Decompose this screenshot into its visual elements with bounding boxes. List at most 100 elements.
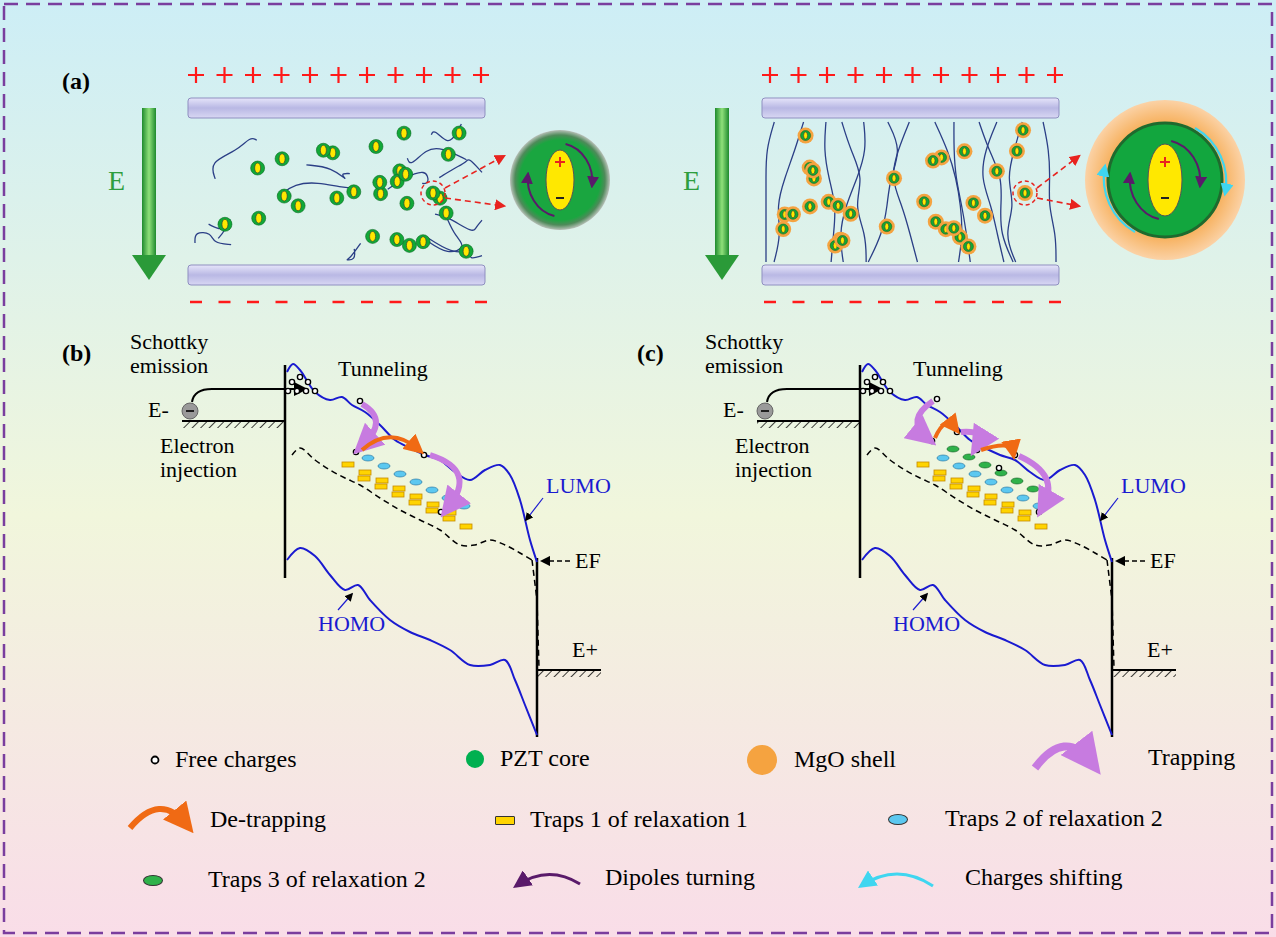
diagram-label: EF: [575, 549, 601, 573]
plus-charge: [905, 67, 921, 83]
free-charge: [929, 438, 934, 443]
dipole: [456, 128, 462, 138]
dipole: [827, 198, 831, 205]
plus-charge: [1019, 67, 1035, 83]
dipole: [445, 149, 451, 159]
trap-3: [963, 454, 975, 460]
minus-charge: [793, 301, 805, 304]
diagram-label: E: [683, 166, 700, 197]
trap-1: [359, 470, 371, 475]
anode-level: [537, 669, 601, 671]
dipole: [295, 201, 301, 211]
drawing: [130, 67, 1245, 886]
trapping-arrow: [961, 432, 980, 446]
pzt-core: [1018, 125, 1028, 135]
zoom-line: [1037, 198, 1079, 206]
trap-1: [393, 486, 405, 491]
plus-charge: [848, 67, 864, 83]
pzt-core: [778, 224, 788, 234]
polymer-chain: [281, 183, 354, 194]
free-charge: [974, 447, 979, 452]
minus-charge: [247, 301, 259, 304]
mgo-shell: [965, 195, 981, 211]
pzt-core: [347, 185, 361, 199]
dipole: [931, 157, 935, 164]
pzt-core: [369, 140, 383, 154]
band-diagram: [182, 364, 601, 737]
minus-charge: [1021, 301, 1033, 304]
free-charge: [289, 379, 294, 384]
zoom-line: [445, 156, 504, 188]
minus-charge: [1049, 301, 1061, 304]
lumo-curve: [862, 364, 1112, 562]
dipole: [404, 198, 410, 208]
panel-label: (a): [62, 68, 90, 94]
lumo-curve: [287, 364, 537, 562]
pzt-core: [400, 196, 414, 210]
trap-1: [426, 508, 438, 513]
diagram-label: E: [108, 166, 125, 197]
zoom-line: [445, 198, 504, 206]
pzt-core: [833, 201, 843, 211]
dipole: [320, 145, 326, 155]
minus-charge: [964, 301, 976, 304]
diagram-label: Schottky emission: [130, 330, 248, 378]
dipole: [808, 203, 812, 210]
dipole: [279, 154, 285, 164]
trap-2: [410, 479, 422, 485]
trap-3: [979, 462, 991, 468]
fermi-pointer: [1117, 560, 1145, 562]
dipole-zoom: [546, 150, 574, 210]
dipole: [781, 226, 785, 233]
dipole: [840, 237, 844, 244]
mgo-shell: [960, 239, 976, 255]
dipole: [849, 210, 853, 217]
dipole-minus: [556, 197, 564, 199]
diagram-label: Electron injection: [160, 434, 278, 482]
minus-charge: [390, 301, 402, 304]
lumo-pointer: [526, 498, 543, 520]
pzt-core-zoom: [1108, 123, 1222, 237]
dipole-turning-arrow: [1130, 174, 1159, 219]
dipole: [1015, 148, 1019, 155]
polymer-chain: [347, 243, 360, 260]
dipole-minus: [1161, 197, 1169, 199]
legend-text: Charges shifting: [965, 864, 1123, 890]
fermi-level: [867, 448, 1107, 560]
dipole: [892, 175, 896, 182]
trap-3: [1027, 486, 1039, 492]
pzt-core: [928, 156, 938, 166]
minus-charge: [447, 301, 459, 304]
polymer-chain: [1043, 122, 1056, 262]
trap-1: [968, 486, 980, 491]
plus-charge: [274, 67, 290, 83]
free-charge: [353, 449, 358, 454]
dipole-turning-arrow: [528, 174, 555, 216]
legend-text: Traps 2 of relaxation 2: [945, 805, 1163, 831]
trap-3: [1011, 478, 1023, 484]
electron-sign: [761, 410, 769, 412]
dipole: [1023, 190, 1027, 197]
mgo-shell: [802, 160, 818, 176]
field-arrow: [715, 108, 729, 256]
plus-charge: [217, 67, 233, 83]
top-electrode: [762, 98, 1059, 118]
free-charge: [996, 465, 1001, 470]
legend-text: Trapping: [1148, 744, 1235, 770]
pzt-core: [275, 152, 289, 166]
dipole: [403, 169, 409, 179]
dipole: [394, 235, 400, 245]
minus-charge: [219, 301, 231, 304]
trap-2: [362, 455, 374, 461]
pzt-core: [218, 217, 232, 231]
polymer-chain: [195, 233, 231, 245]
free-charge: [421, 452, 426, 457]
plus-charge: [331, 67, 347, 83]
trap-1: [358, 476, 370, 481]
legend-text: Traps 1 of relaxation 1: [530, 806, 748, 832]
field-arrow-head: [705, 255, 739, 280]
highlight-circle: [1013, 181, 1037, 205]
pzt-core: [889, 173, 899, 183]
dipole: [430, 188, 436, 198]
pzt-core: [919, 197, 929, 207]
